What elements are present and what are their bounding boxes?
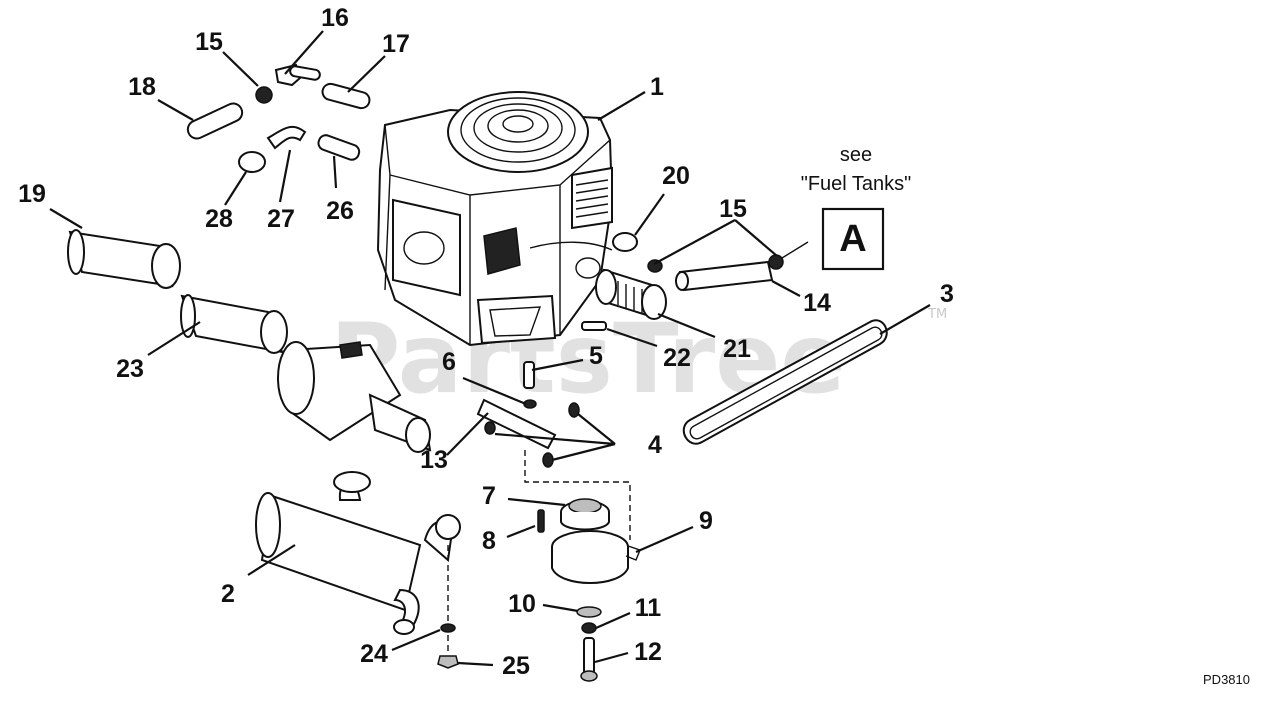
muffler-hardware [437,545,459,669]
part-label-5: 5 [589,342,603,370]
part-label-24: 24 [360,640,388,668]
part-label-22: 22 [663,344,691,372]
filter-elements [67,229,288,354]
fuel-note-line-2: "Fuel Tanks" [801,173,912,195]
pulley-assembly [537,498,641,682]
part-label-26: 26 [326,197,354,225]
fuel-note-line-1: see [840,144,872,166]
part-label-23: 23 [116,355,144,383]
part-label-8: 8 [482,527,496,555]
fuel-components [581,232,809,331]
fuel-tank-reference-box [821,207,885,271]
muffler [255,471,461,635]
part-label-13: 13 [420,446,448,474]
figure-code: PD3810 [1203,672,1250,687]
part-label-10: 10 [508,590,536,618]
part-label-14: 14 [803,289,831,317]
part-label-12: 12 [634,638,662,666]
leader-lines [49,30,931,667]
part-label-3: 3 [940,280,954,308]
part-label-20: 20 [662,162,690,190]
fuel-fittings [186,63,371,173]
part-label-2: 2 [221,580,235,608]
part-label-18: 18 [128,73,156,101]
part-label-27: 27 [267,205,295,233]
part-label-16: 16 [321,4,349,32]
part-label-9: 9 [699,507,713,535]
part-label-1: 1 [650,73,664,101]
engine-drawing [376,91,614,347]
part-label-19: 19 [18,180,46,208]
watermark-tm: TM [927,307,947,322]
part-label-7: 7 [482,482,496,510]
fuel-tank-reference-letter: A [839,218,866,260]
drive-belt [682,319,888,445]
part-label-11: 11 [635,594,662,622]
part-label-28: 28 [205,205,233,233]
part-label-25: 25 [502,652,530,680]
part-label-6: 6 [442,348,456,376]
engine-bracket [476,361,631,540]
part-label-15-top: 15 [195,28,223,56]
part-label-15-right: 15 [719,195,747,223]
part-label-17: 17 [382,30,410,58]
air-cleaner [277,341,432,453]
part-label-4: 4 [648,431,662,459]
part-label-21: 21 [723,335,751,363]
